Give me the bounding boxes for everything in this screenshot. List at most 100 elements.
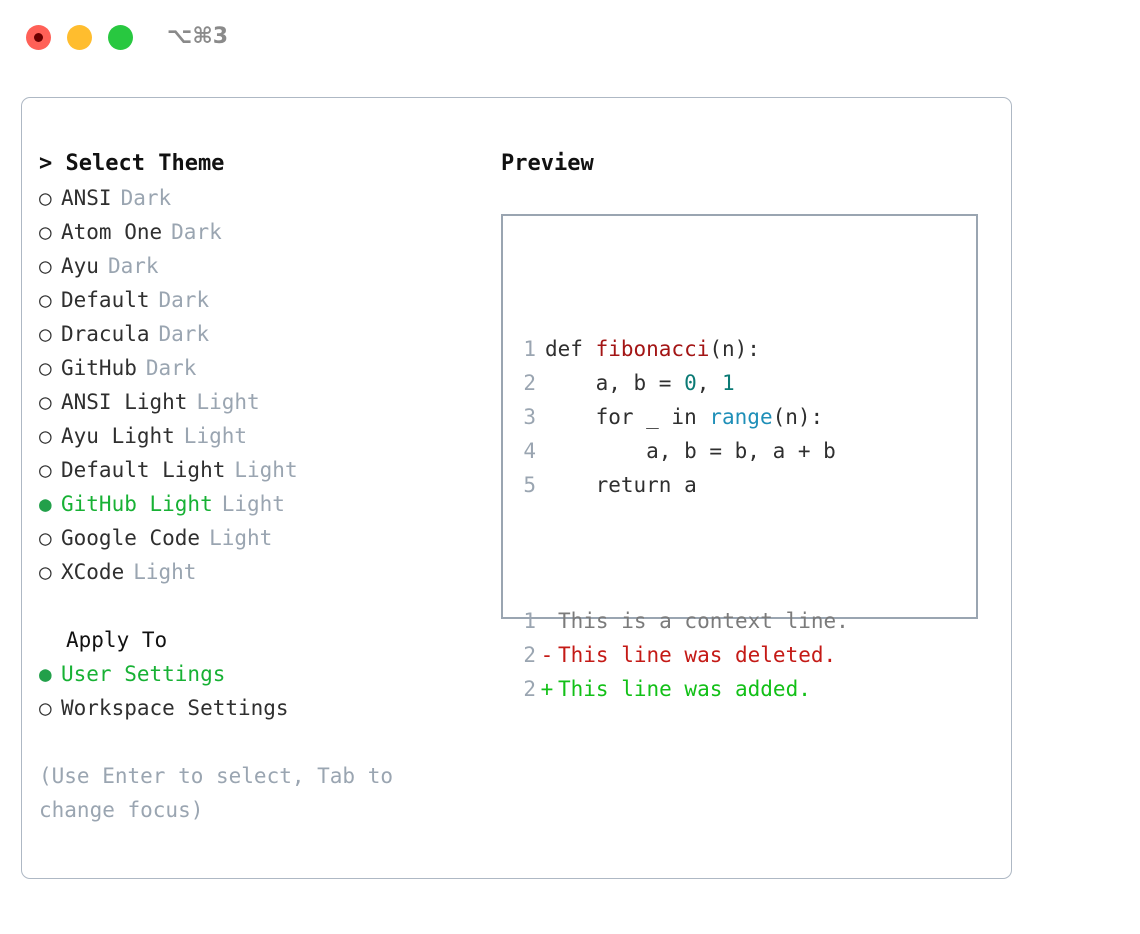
- code-token: 0: [684, 371, 697, 395]
- radio-unselected-icon: ○: [39, 322, 52, 346]
- maximize-button[interactable]: [108, 25, 133, 50]
- diff-line-number: 2: [523, 643, 536, 667]
- code-token: 1: [722, 371, 735, 395]
- apply-to-option-user-settings[interactable]: ● User Settings: [39, 657, 469, 691]
- radio-unselected-icon: ○: [39, 220, 52, 244]
- apply-to-option-workspace-settings[interactable]: ○ Workspace Settings: [39, 691, 469, 725]
- code-line: 4 a, b = b, a + b: [514, 434, 849, 468]
- code-token: a, b = b, a + b: [545, 439, 836, 463]
- radio-unselected-icon: ○: [39, 186, 52, 210]
- minimize-button[interactable]: [67, 25, 92, 50]
- apply-to-option-label: User Settings: [61, 662, 226, 686]
- code-line-number: 5: [523, 473, 536, 497]
- preview-heading: Preview: [501, 151, 594, 176]
- diff-line-ctx: 1 This is a context line.: [514, 604, 849, 638]
- apply-to-heading: Apply To: [66, 628, 168, 652]
- radio-unselected-icon: ○: [39, 696, 52, 720]
- radio-selected-icon: ●: [39, 662, 52, 686]
- theme-option-label: Ayu: [61, 254, 99, 278]
- diff-line-del: 2-This line was deleted.: [514, 638, 849, 672]
- radio-unselected-icon: ○: [39, 356, 52, 380]
- radio-unselected-icon: ○: [39, 458, 52, 482]
- code-line-number: 4: [523, 439, 536, 463]
- code-token: for _ in: [545, 405, 710, 429]
- keyboard-hint-text: (Use Enter to select, Tab to change focu…: [39, 764, 406, 822]
- diff-line-text: This line was added.: [558, 677, 811, 701]
- theme-option-github[interactable]: ○ GitHub Dark: [39, 351, 469, 385]
- code-line-text: a, b = b, a + b: [536, 434, 836, 468]
- radio-unselected-icon: ○: [39, 254, 52, 278]
- theme-option-label: Dracula: [61, 322, 150, 346]
- theme-variant-tag: Dark: [158, 322, 210, 346]
- code-token: ,: [696, 371, 723, 395]
- theme-option-label: Atom One: [61, 220, 163, 244]
- theme-variant-tag: Dark: [145, 356, 197, 380]
- theme-variant-tag: Light: [133, 560, 197, 584]
- recording-dot-icon: [34, 33, 43, 42]
- select-theme-heading: > Select Theme: [39, 151, 225, 176]
- close-button[interactable]: [26, 25, 51, 50]
- code-line-number: 1: [523, 337, 536, 361]
- apply-to-option-label: Workspace Settings: [61, 696, 289, 720]
- radio-unselected-icon: ○: [39, 424, 52, 448]
- code-token: return a: [545, 473, 697, 497]
- radio-selected-icon: ●: [39, 492, 52, 516]
- theme-option-label: ANSI: [61, 186, 112, 210]
- theme-option-ayu-light[interactable]: ○ Ayu Light Light: [39, 419, 469, 453]
- radio-unselected-icon: ○: [39, 560, 52, 584]
- theme-variant-tag: Dark: [158, 288, 210, 312]
- theme-option-label: GitHub: [61, 356, 137, 380]
- code-line-text: a, b = 0, 1: [536, 366, 735, 400]
- diff-line-number: 1: [523, 609, 536, 633]
- code-token: range: [709, 405, 773, 429]
- window-controls: [26, 25, 133, 50]
- title-bar: ⌥⌘3: [0, 0, 1140, 78]
- theme-option-atom-one[interactable]: ○ Atom One Dark: [39, 215, 469, 249]
- diff-line-number: 2: [523, 677, 536, 701]
- code-token: (n):: [772, 405, 824, 429]
- theme-option-label: Ayu Light: [61, 424, 175, 448]
- theme-option-label: Default Light: [61, 458, 226, 482]
- code-line-number: 3: [523, 405, 536, 429]
- theme-variant-tag: Light: [209, 526, 273, 550]
- theme-option-label: ANSI Light: [61, 390, 188, 414]
- code-line: 3 for _ in range(n):: [514, 400, 849, 434]
- code-line-number: 2: [523, 371, 536, 395]
- theme-option-label: Google Code: [61, 526, 201, 550]
- apply-to-list[interactable]: ● User Settings ○ Workspace Settings: [39, 657, 469, 725]
- diff-marker-icon: [536, 604, 558, 638]
- theme-option-dracula[interactable]: ○ Dracula Dark: [39, 317, 469, 351]
- code-line-text: def fibonacci(n):: [536, 332, 760, 366]
- code-line-text: for _ in range(n):: [536, 400, 824, 434]
- diff-line-text: This line was deleted.: [558, 643, 837, 667]
- diff-line-text: This is a context line.: [558, 609, 849, 633]
- keyboard-shortcut-label: ⌥⌘3: [167, 24, 229, 49]
- apply-to-section: Apply To ● User Settings ○ Workspace Settin…: [39, 623, 469, 725]
- theme-option-label: XCode: [61, 560, 125, 584]
- code-token: fibonacci: [595, 337, 710, 361]
- theme-option-label: GitHub Light: [61, 492, 213, 516]
- theme-variant-tag: Dark: [171, 220, 222, 244]
- code-token: (n):: [709, 337, 760, 361]
- diff-line-add: 2+This line was added.: [514, 672, 849, 706]
- theme-option-xcode[interactable]: ○ XCode Light: [39, 555, 469, 589]
- code-line-text: return a: [536, 468, 697, 502]
- theme-variant-tag: Light: [183, 424, 248, 448]
- diff-marker-icon: -: [540, 643, 554, 667]
- code-line: 5 return a: [514, 468, 849, 502]
